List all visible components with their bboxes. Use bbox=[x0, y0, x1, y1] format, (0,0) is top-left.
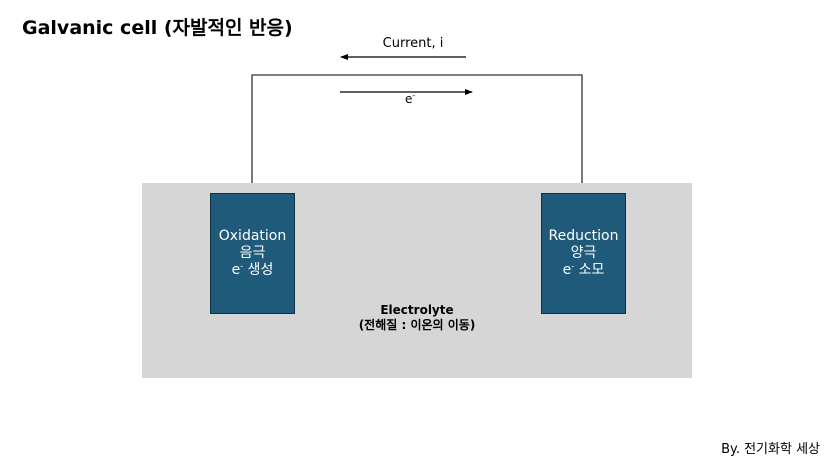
electrolyte-title: Electrolyte bbox=[380, 303, 454, 317]
cathode-electrode: Reduction 양극 e- 소모 bbox=[541, 193, 626, 314]
external-wire bbox=[251, 74, 583, 183]
electrolyte-label: Electrolyte (전해질 : 이온의 이동) bbox=[252, 303, 582, 333]
anode-process-label: Oxidation bbox=[218, 228, 287, 244]
anode-name-label: 음극 bbox=[239, 245, 266, 261]
current-label: Current, i bbox=[382, 36, 444, 51]
electron-flow-label: e- bbox=[405, 91, 416, 107]
cathode-process-label: Reduction bbox=[548, 228, 619, 244]
page-title: Galvanic cell (자발적인 반응) bbox=[22, 17, 293, 39]
anode-electrode: Oxidation 음극 e- 생성 bbox=[210, 193, 295, 314]
electrolyte-description: (전해질 : 이온의 이동) bbox=[358, 318, 476, 332]
cathode-electron-label: e- 소모 bbox=[562, 261, 605, 278]
credit-text: By. 전기화학 세상 bbox=[721, 442, 820, 457]
cathode-name-label: 양극 bbox=[570, 245, 597, 261]
anode-electron-label: e- 생성 bbox=[231, 261, 274, 278]
